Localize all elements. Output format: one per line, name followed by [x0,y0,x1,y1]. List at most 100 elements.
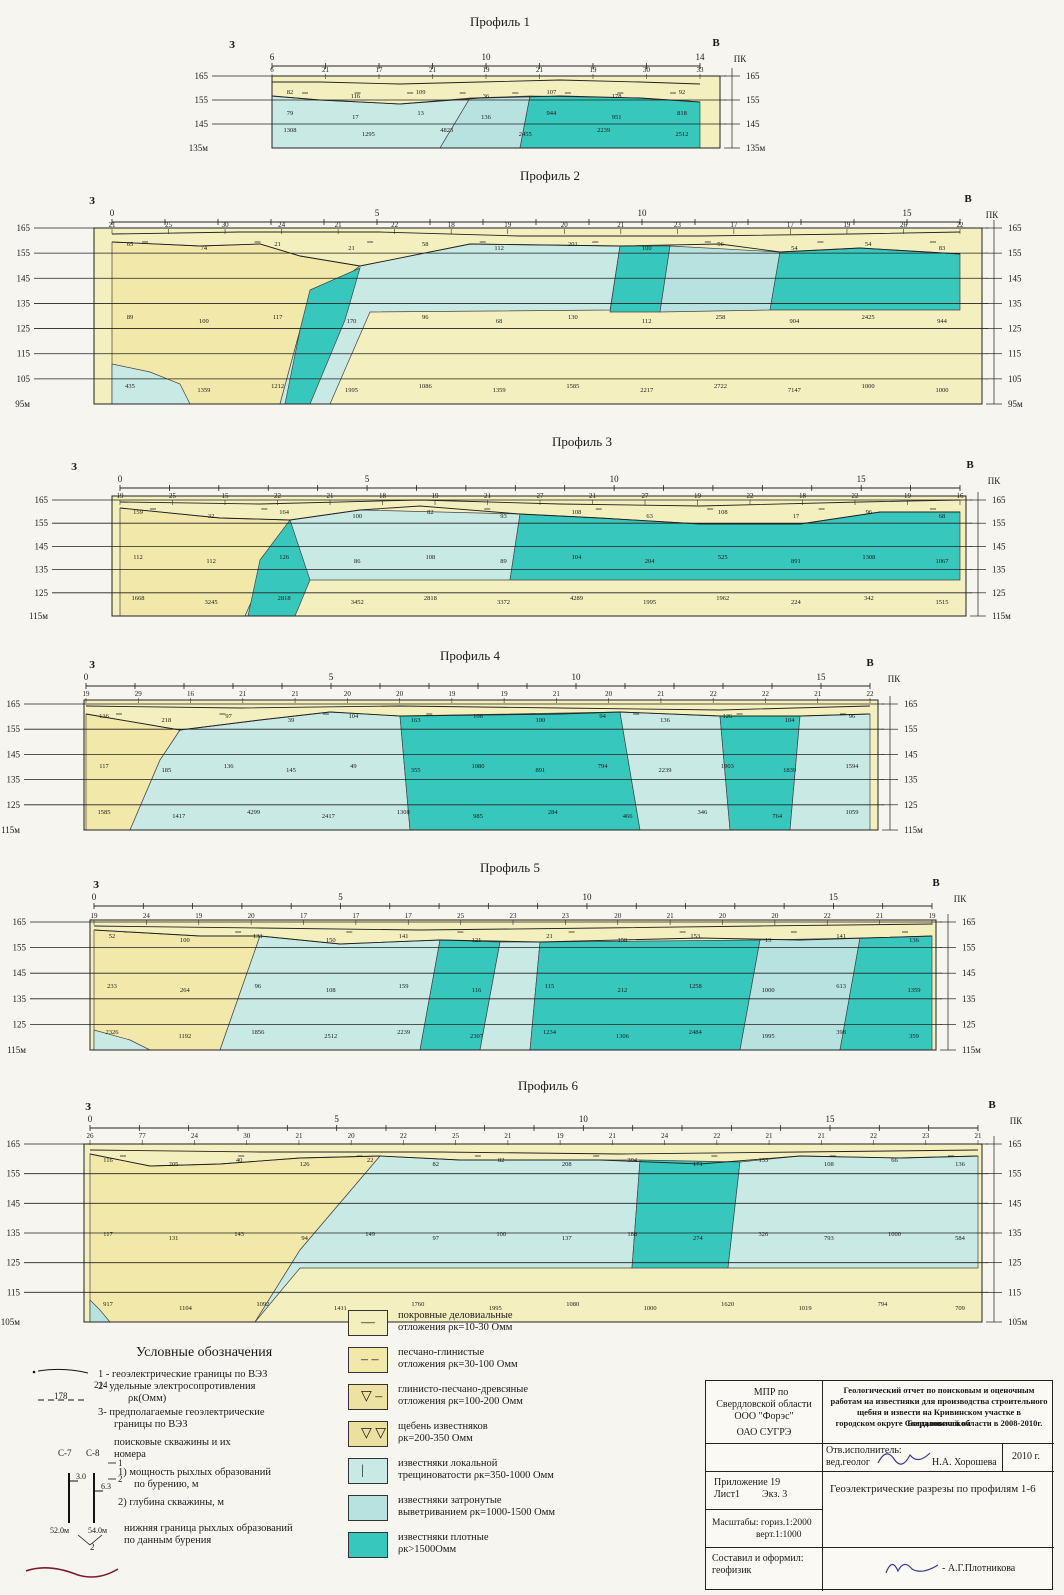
resistivity-value: 150 [326,937,336,944]
elevation-label-right: 155 [992,518,1006,528]
resistivity-value: 136 [909,937,920,944]
elevation-label-right: 145 [1008,1198,1022,1208]
resistivity-value: 149 [365,1231,375,1238]
resistivity-value: 131 [253,933,263,940]
elevation-label-left: 165 [7,1139,21,1149]
resistivity-value: 1306 [616,1033,630,1040]
pk-label: ПК [954,894,967,904]
resistivity-value: 63 [646,513,653,520]
report-title-2: работам на известняки для производства с… [830,1396,1048,1406]
org-3: ООО "Форэс" [734,1411,794,1422]
resistivity-value: 116 [351,93,361,100]
profile-frame [83,699,879,831]
east-marker: В [964,193,972,205]
resistivity-value: 131 [169,1235,179,1242]
pk-label: ПК [1010,1116,1023,1126]
resistivity-value: 204 [645,558,656,565]
resistivity-value: 1903 [721,763,734,770]
resistivity-value: 117 [103,1231,113,1238]
top-resistivity: 22 [824,912,832,920]
responsible-role: вед.геолог [826,1457,870,1468]
elevation-label-left: 115м [29,611,48,621]
elevation-label-left: 155 [7,1169,21,1179]
resistivity-value: 2425 [862,314,875,321]
elevation-label-left: 105 [17,374,31,384]
legend-well-note-1a: 1) мощность рыхлых образований [118,1467,272,1478]
resistivity-value: 145 [286,767,296,774]
resistivity-value: 1000 [936,387,949,394]
resistivity-value: 1212 [271,383,284,390]
scale-vertical: верт.1:1000 [756,1530,802,1540]
resistivity-value: 13 [765,937,772,944]
surface-line [272,79,701,85]
resistivity-value: 4823 [440,127,453,134]
resistivity-value: 525 [718,554,728,561]
pk-tick-label: 14 [696,52,706,62]
well-callout-1: 1 [118,1458,123,1468]
resistivity-value: 1585 [98,809,111,816]
elevation-label-left: 165 [7,699,21,709]
top-resistivity: 25 [169,492,177,500]
legend-text: известняки затронутые [398,1495,502,1506]
top-resistivity: 27 [537,492,545,500]
elevation-label-left: 125 [35,588,49,598]
resistivity-value: 342 [864,595,874,602]
org-4: ОАО СУГРЭ [736,1427,792,1438]
geoelectric-boundary [111,241,961,267]
elevation-label-right: 145 [962,968,976,978]
resistivity-value: 891 [535,767,545,774]
top-resistivity: 21 [322,66,330,74]
top-resistivity: 20 [396,690,404,698]
top-resistivity: 21 [504,1132,512,1140]
elevation-label-right: 135 [1008,1228,1022,1238]
resistivity-value: 764 [772,813,783,820]
resistivity-value: 1417 [172,813,186,820]
layer-lime-frac [111,363,191,405]
layer-lime-weath [659,245,781,313]
resistivity-value: 159 [399,983,409,990]
pk-tick-label: 0 [118,474,123,484]
layer-lime-dense [399,711,641,831]
resistivity-value: 100 [535,717,545,724]
elevation-label-right: 115м [992,611,1011,621]
elevation-label-right: 135 [904,775,918,785]
resistivity-value: 1308 [862,554,875,561]
top-resistivity: 19 [91,912,99,920]
resistivity-value: 100 [352,513,362,520]
layer-lime-frac [271,95,471,149]
geoelectric-boundary [85,711,871,731]
resistivity-value: 100 [642,245,652,252]
pk-label: ПК [888,674,901,684]
legend-text: щебень известняков [398,1421,488,1432]
elevation-label-right: 125 [1008,324,1022,334]
legend-swatch: ▽ ▽ [348,1421,388,1447]
top-resistivity: 25 [165,221,173,229]
top-resistivity: 30 [222,221,230,229]
resistivity-value: 136 [481,114,492,121]
resistivity-value: 108 [718,509,728,516]
resistivity-value: 1000 [644,1305,657,1312]
legend-symbol: ▽ – [361,1389,383,1404]
resistivity-value: 97 [432,1235,439,1242]
resistivity-value: 117 [99,763,109,770]
resistivity-value: 2512 [324,1033,337,1040]
pk-tick-label: 10 [572,672,582,682]
resistivity-value: 83 [939,245,946,252]
resistivity-value: 82 [432,1161,439,1168]
legend-symbols: Условные обозначения 1 - геоэлектрически… [18,1345,338,1585]
resistivity-value: 2239 [397,1029,410,1036]
resistivity-value: 136 [224,763,235,770]
top-resistivity: 22 [274,492,282,500]
well-c7-depth: 52.0м [50,1526,70,1535]
resistivity-value: 74 [201,245,208,252]
top-resistivity: 21 [589,492,597,500]
east-marker: В [988,1099,996,1111]
profile-title: Профиль 1 [470,14,530,29]
east-marker: В [932,877,940,889]
resistivity-value: 36 [483,93,490,100]
west-marker: З [93,879,99,891]
resistivity-value: 264 [180,987,191,994]
elevation-label-right: 155 [746,95,760,105]
top-resistivity: 21 [617,221,625,229]
top-resistivity: 19 [590,66,598,74]
